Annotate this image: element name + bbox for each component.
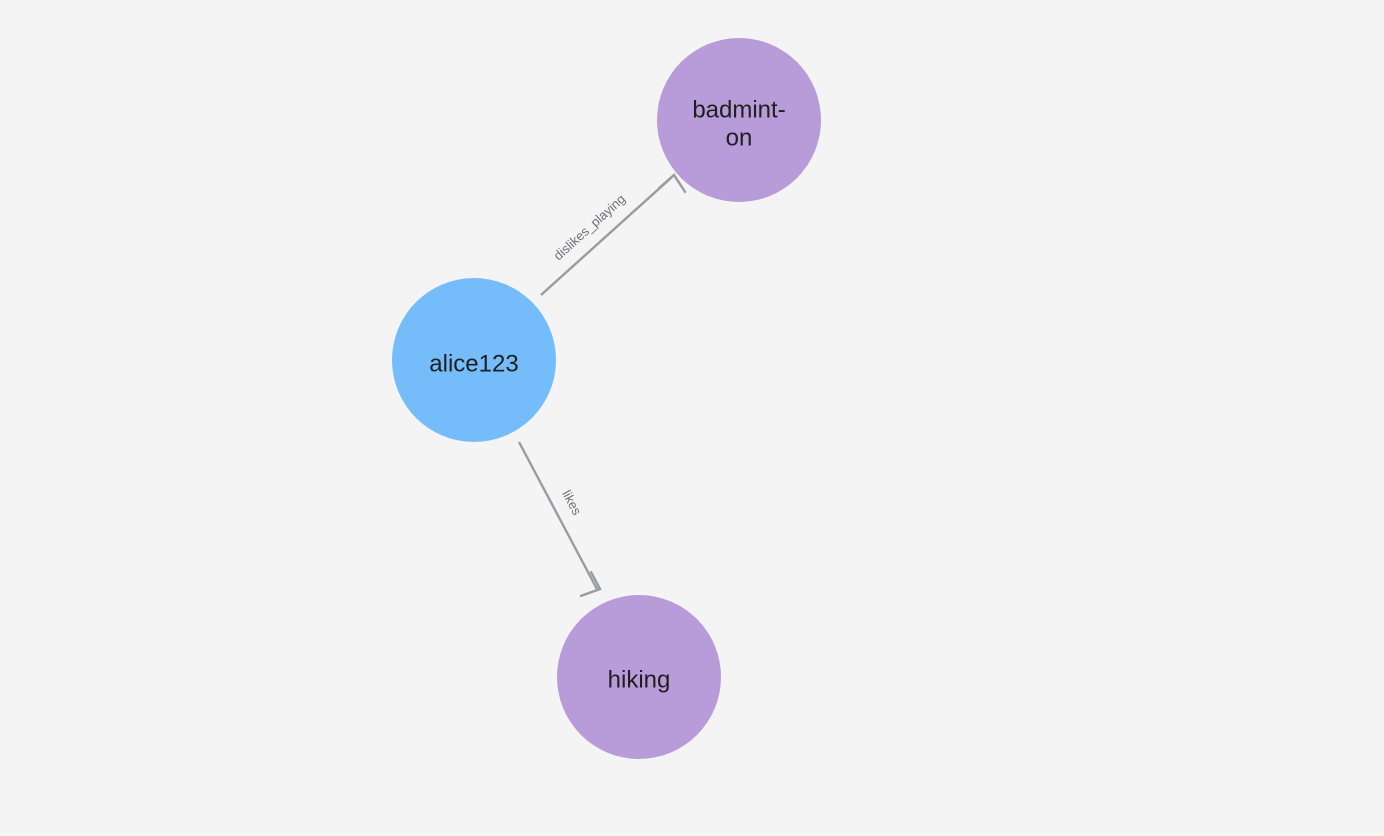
node-circle [557,595,721,759]
node-circle [657,38,821,202]
edge-line [540,176,673,296]
edge-dislikes-playing[interactable]: dislikes_playing [540,173,688,296]
node-circle [392,278,556,442]
edge-likes[interactable]: likes [517,441,602,599]
arrowhead-icon [579,570,602,598]
arrowhead-icon [658,173,687,194]
graph-node-badminton[interactable]: badmint- on [657,38,821,202]
edge-label: likes [559,487,585,517]
graph-node-alice123[interactable]: alice123 [392,278,556,442]
graph-node-hiking[interactable]: hiking [557,595,721,759]
edge-line [517,441,600,592]
node-layer: badmint- on alice123 hiking [392,38,821,759]
